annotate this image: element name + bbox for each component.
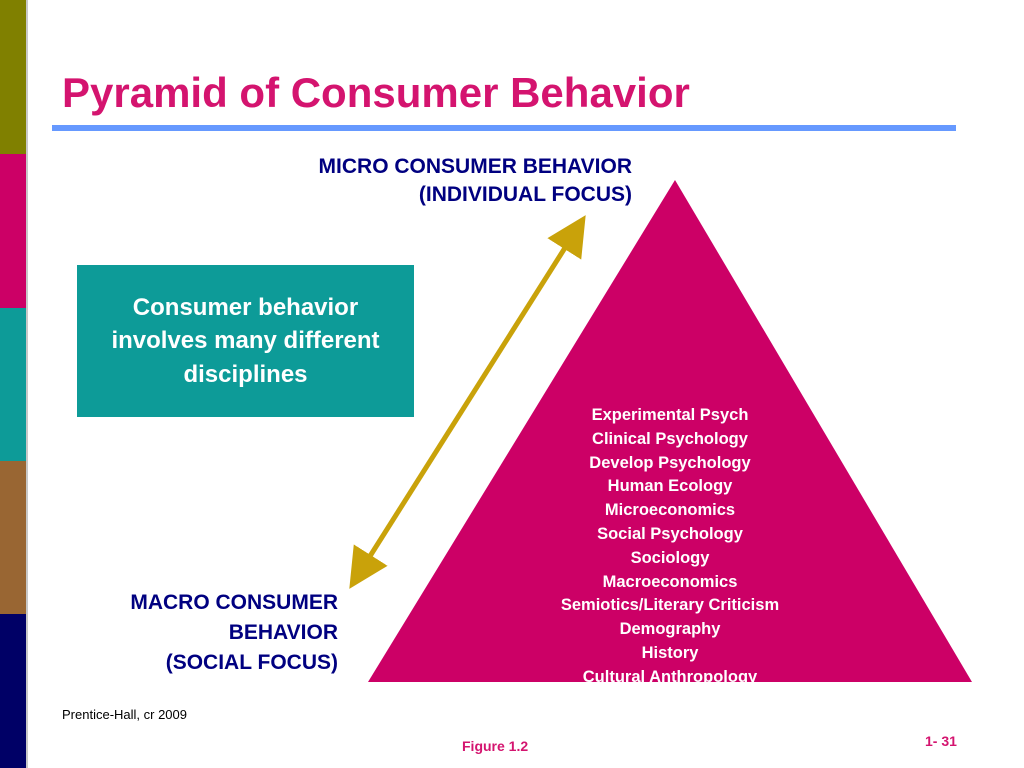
list-item: Semiotics/Literary Criticism: [560, 596, 780, 615]
stripe-divider: [26, 0, 28, 768]
list-item: Cultural Anthropology: [582, 667, 758, 682]
side-stripe-magenta: [0, 154, 26, 308]
macro-label-line1: MACRO CONSUMER: [130, 591, 338, 614]
side-stripe-olive: [0, 0, 26, 154]
micro-behavior-label: MICRO CONSUMER BEHAVIOR (INDIVIDUAL FOCU…: [200, 153, 632, 210]
list-item: Develop Psychology: [589, 453, 751, 472]
disciplines-callout-box: Consumer behavior involves many differen…: [77, 265, 414, 417]
macro-label-line3: (SOCIAL FOCUS): [165, 650, 338, 674]
micro-label-line1: MICRO CONSUMER BEHAVIOR: [318, 155, 632, 178]
list-item: History: [641, 643, 699, 662]
macro-label-line2: BEHAVIOR: [228, 620, 338, 644]
list-item: Social Psychology: [597, 524, 743, 543]
page-number: 1- 31: [925, 733, 957, 749]
list-item: Microeconomics: [604, 501, 736, 520]
side-stripe-teal: [0, 308, 26, 461]
list-item: Experimental Psych: [591, 406, 749, 424]
list-item: Sociology: [630, 548, 710, 567]
list-item: Macroeconomics: [602, 572, 738, 591]
title-underline: [52, 125, 956, 131]
disciplines-list: Experimental Psych Clinical Psychology D…: [520, 404, 820, 682]
micro-label-line2: (INDIVIDUAL FOCUS): [418, 183, 632, 207]
publisher-credit: Prentice-Hall, cr 2009: [62, 707, 187, 722]
slide-title: Pyramid of Consumer Behavior: [62, 69, 690, 116]
list-item: Clinical Psychology: [592, 429, 748, 448]
callout-text: Consumer behavior involves many differen…: [111, 293, 380, 388]
macro-behavior-label: MACRO CONSUMER BEHAVIOR (SOCIAL FOCUS): [60, 588, 338, 677]
side-stripe-brown: [0, 461, 26, 614]
list-item: Demography: [619, 620, 721, 639]
side-stripe-navy: [0, 614, 26, 768]
figure-caption: Figure 1.2: [462, 738, 529, 754]
double-arrow: [349, 215, 586, 589]
list-item: Human Ecology: [607, 477, 733, 496]
